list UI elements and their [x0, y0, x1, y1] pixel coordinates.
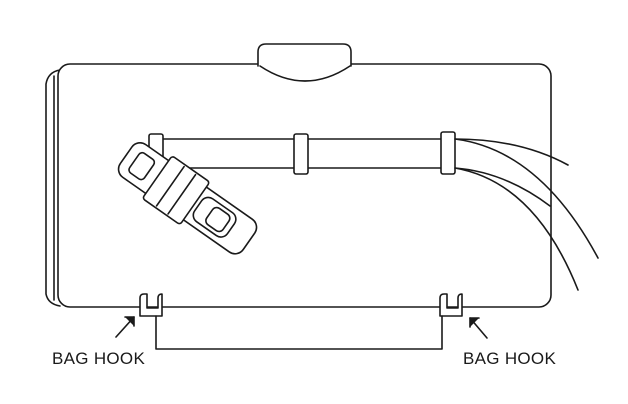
arrow-left-head: [124, 316, 135, 327]
hook-bar: [155, 315, 443, 350]
bag-hook-right-shape: [439, 293, 463, 317]
strap-loop-middle: [293, 133, 309, 175]
bag-body: [57, 63, 552, 308]
buckle: [117, 142, 258, 255]
bag-hook-label-left: BAG HOOK: [52, 349, 146, 368]
top-tab-curve: [259, 65, 351, 82]
strap-tail-outer: [454, 138, 599, 259]
strap-tail-inner: [454, 167, 579, 291]
side-panel: [45, 69, 61, 307]
bag-hook-label-right: BAG HOOK: [463, 349, 557, 368]
arrow-right-head: [469, 317, 480, 328]
strap-loop-right: [440, 131, 456, 175]
bag-hook-left-shape: [139, 293, 163, 317]
top-tab: [257, 43, 352, 67]
